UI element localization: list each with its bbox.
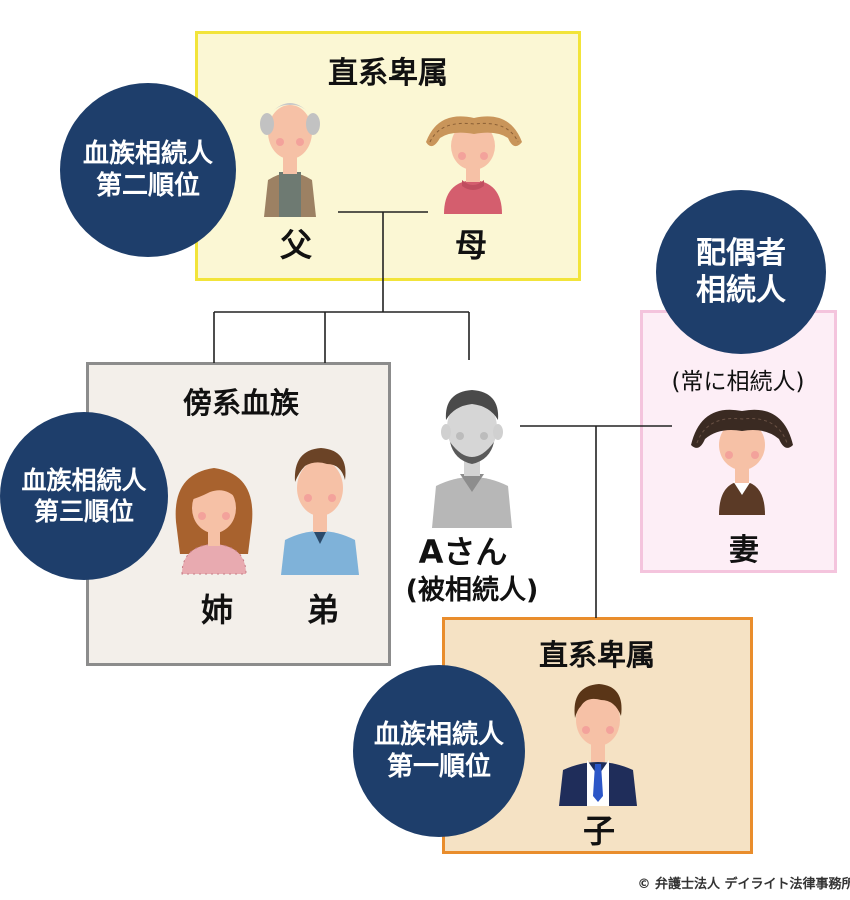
- badge-second-line1: 血族相続人: [82, 138, 213, 169]
- badge-first-rank: 血族相続人 第一順位: [353, 665, 525, 837]
- badge-first-line2: 第一順位: [386, 752, 491, 782]
- badge-third-rank: 血族相続人 第三順位: [0, 412, 168, 580]
- badge-second-rank: 血族相続人 第二順位: [60, 83, 236, 257]
- father-figure-icon: [260, 103, 320, 217]
- copyright-text: © 弁護士法人 デイライト法律事務所: [637, 877, 850, 892]
- brother-label: 弟: [306, 591, 340, 629]
- badge-spouse-line1: 配偶者: [696, 235, 786, 271]
- collateral-box-title: 傍系血族: [182, 386, 300, 420]
- mother-figure-icon: [426, 116, 522, 214]
- decedent-figure-icon: [432, 390, 512, 528]
- badge-second-line2: 第二順位: [95, 171, 200, 201]
- badge-third-line1: 血族相続人: [21, 465, 147, 495]
- badge-first-line1: 血族相続人: [373, 719, 504, 750]
- decedent-role: (被相続人): [405, 575, 539, 606]
- brother-figure-icon: [281, 448, 359, 575]
- wife-figure-icon: [691, 409, 793, 515]
- badge-spouse-heir: 配偶者 相続人: [656, 190, 826, 354]
- wife-label: 妻: [729, 533, 759, 568]
- badge-third-line2: 第三順位: [33, 497, 134, 526]
- father-label: 父: [279, 226, 313, 264]
- mother-label: 母: [454, 226, 488, 264]
- sister-label: 姉: [200, 591, 234, 629]
- decedent-name: Aさん: [418, 533, 508, 571]
- parents-box: [195, 31, 581, 281]
- badge-spouse-line2: 相続人: [696, 273, 786, 308]
- child-box-title: 直系卑属: [538, 638, 656, 672]
- sister-figure-icon: [175, 468, 253, 575]
- child-label: 子: [582, 812, 616, 850]
- child-figure-icon: [559, 684, 637, 806]
- spouse-note: (常に相続人): [671, 369, 805, 395]
- parents-box-title: 直系卑属: [328, 56, 448, 91]
